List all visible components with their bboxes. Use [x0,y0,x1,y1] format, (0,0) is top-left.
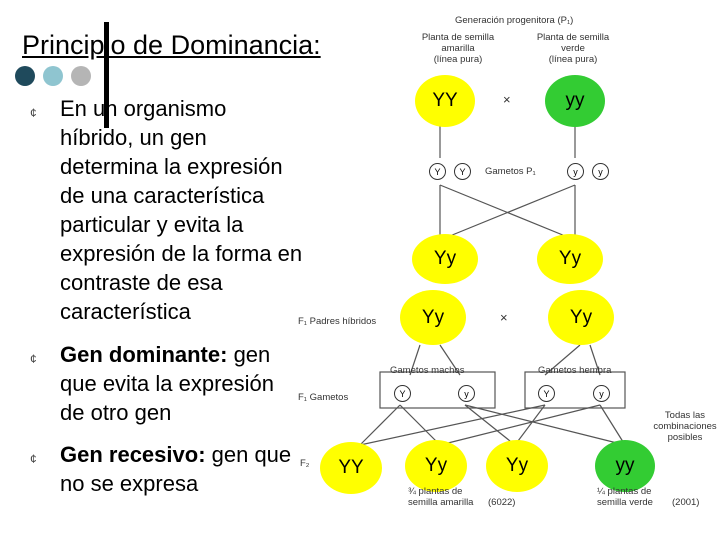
bullet-line: de una característica [60,183,265,208]
gamete-p1: y [567,163,584,180]
parent-right-label: Planta de semilla verde (línea pura) [528,32,618,65]
decor-dot-gray [71,66,91,86]
bullet-line: particular y evita la [60,212,244,237]
gamete-f1: y [593,385,610,402]
bullet-line: híbrido, un gen [60,125,207,150]
f1-parent: Yy [548,290,614,345]
decor-dot-light [43,66,63,86]
bullet-icon: ¢ [30,352,37,366]
f1-label: F₁ Padres híbridos [298,316,377,327]
label-line: combinaciones [653,421,717,432]
right-count: (2001) [672,497,700,508]
bullet-line: Gen dominante: gen [60,340,320,369]
bullet-bold: Gen dominante: [60,342,228,367]
bullet-bold: Gen recesivo: [60,442,206,467]
f2-offspring: Yy [486,440,548,492]
right-ratio-label: ¼ plantas de semilla verde [597,486,653,508]
gamete-f1: Y [538,385,555,402]
bullet-icon: ¢ [30,106,37,120]
label-line: semilla verde [597,497,653,508]
bullet-text: gen que [205,442,292,467]
label-line: semilla amarilla [408,497,474,508]
label-line: Planta de semilla [536,32,610,43]
decor-dot-dark [15,66,35,86]
label-line: (línea pura) [548,54,598,65]
bullet-line: no se expresa [60,471,199,496]
left-ratio-label: ¾ plantas de semilla amarilla [408,486,473,508]
bullet-3: Gen recesivo: gen que no se expresa [60,440,320,498]
left-count: (6022) [488,497,516,508]
f2-offspring: yy [595,440,655,492]
title-divider [104,22,109,128]
label-line: Todas las [664,410,706,421]
parent-green: yy [545,75,605,127]
bullet-line: En un organismo [60,96,227,121]
bullet-line: contraste de esa [60,270,223,295]
f1-parent: Yy [400,290,466,345]
cross-symbol: × [500,310,508,325]
bullet-1: En un organismo híbrido, un gen determin… [60,94,350,326]
cross-symbol: × [503,92,511,107]
label-line: ¾ plantas de [408,486,463,497]
label-line: amarilla [441,43,475,54]
label-line: (línea pura) [433,54,483,65]
bullet-2: Gen dominante: gen que evita la expresió… [60,340,320,427]
bullet-line: expresión de la forma en [60,241,303,266]
gamete-f1: y [458,385,475,402]
bullet-line: de otro gen [60,400,172,425]
male-gametes-label: Gametos machos [390,365,465,376]
f1-offspring: Yy [412,234,478,284]
bullet-line: característica [60,299,191,324]
bullet-icon: ¢ [30,452,37,466]
label-line: posibles [667,432,703,443]
f1-offspring: Yy [537,234,603,284]
f2-offspring: YY [320,442,382,494]
diagram-header: Generación progenitora (P₁) [455,15,574,26]
f2-offspring: Yy [405,440,467,492]
bullet-line: que evita la expresión [60,371,275,396]
gamete-f1: Y [394,385,411,402]
gamete-p1: y [592,163,609,180]
bullet-line: determina la expresión [60,154,283,179]
f1-gametes-label: F₁ Gametos [298,392,349,403]
gamete-p1: Y [454,163,471,180]
bullet-text: gen [227,342,271,367]
label-line: Planta de semilla [421,32,495,43]
gametes-p1-label: Gametos P₁ [485,166,536,177]
bullet-line: Gen recesivo: gen que [60,440,320,469]
gamete-p1: Y [429,163,446,180]
parent-left-label: Planta de semilla amarilla (línea pura) [418,32,498,65]
f2-label: F₂ [300,458,310,469]
female-gametes-label: Gametos hembra [538,365,612,376]
parent-yellow: YY [415,75,475,127]
slide-title: Principio de Dominancia: [22,30,321,60]
label-line: verde [561,43,585,54]
all-combinations-label: Todas las combinaciones posibles [650,410,720,443]
label-line: ¼ plantas de [597,486,652,497]
